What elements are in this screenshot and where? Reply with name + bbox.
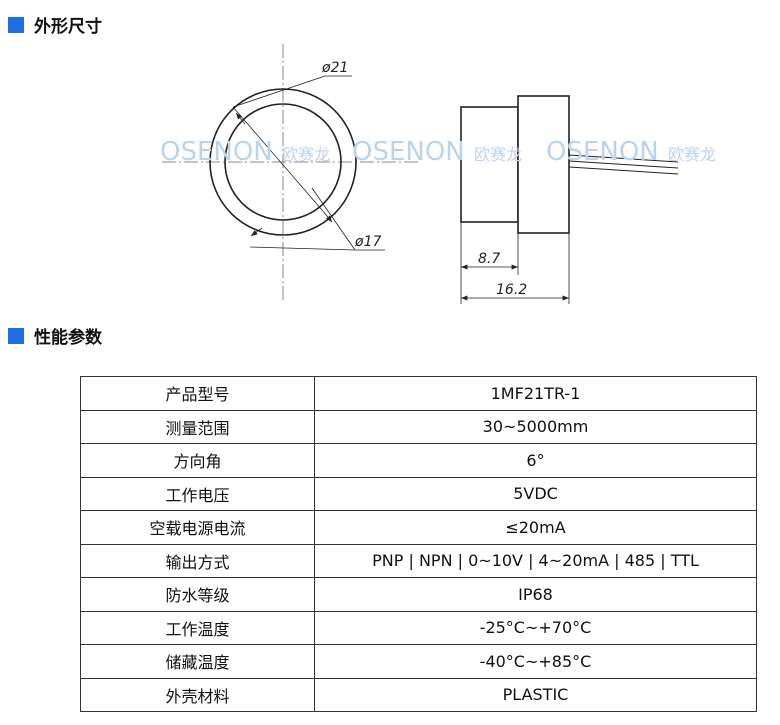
spec-key: 输出方式 xyxy=(80,543,315,578)
spec-key: 测量范围 xyxy=(80,409,315,444)
total-length-label: 16.2 xyxy=(496,282,527,298)
watermark: OSENON 欧赛龙 OSENON 欧赛龙 OSENON 欧赛龙 xyxy=(160,137,716,167)
side-body-rear xyxy=(517,95,570,234)
spec-value: IP68 xyxy=(314,577,757,612)
spec-key: 方向角 xyxy=(80,443,315,478)
spec-key: 外壳材料 xyxy=(80,677,315,712)
table-row: 工作温度-25°C~+70°C xyxy=(80,610,757,645)
spec-value: 30~5000mm xyxy=(314,409,757,444)
spec-key: 产品型号 xyxy=(80,376,315,411)
spec-value: PLASTIC xyxy=(314,677,757,712)
section-title-params: 性能参数 xyxy=(34,328,102,348)
watermark-cn: 欧赛龙 xyxy=(668,145,716,164)
dimension-drawing: ø21 ø17 8.7 16.2 OSENON 欧赛龙 OSENON 欧赛龙 O… xyxy=(160,44,716,304)
section-marker-icon xyxy=(8,16,24,33)
front-view: ø21 ø17 xyxy=(162,44,418,300)
spec-key: 防水等级 xyxy=(80,577,315,612)
spec-value: 1MF21TR-1 xyxy=(314,376,757,411)
section-title-dimensions: 外形尺寸 xyxy=(34,17,102,37)
spec-value: ≤20mA xyxy=(314,510,757,545)
spec-value: 6° xyxy=(314,443,757,478)
inner-diameter-label: ø17 xyxy=(354,234,381,250)
watermark-latin: OSENON xyxy=(160,137,273,167)
side-body-front xyxy=(460,106,519,223)
table-row: 储藏温度-40°C~+85°C xyxy=(80,644,757,679)
table-row: 空载电源电流≤20mA xyxy=(80,510,757,545)
spec-value: PNP | NPN | 0~10V | 4~20mA | 485 | TTL xyxy=(314,543,757,578)
section-marker-icon xyxy=(8,327,24,344)
spec-key: 储藏温度 xyxy=(80,644,315,679)
watermark-cn: 欧赛龙 xyxy=(282,145,330,164)
section-header-params: 性能参数 xyxy=(8,323,102,348)
watermark-cn: 欧赛龙 xyxy=(474,145,522,164)
watermark-latin: OSENON xyxy=(546,137,659,167)
inner-circle xyxy=(224,103,342,221)
outer-diameter-label: ø21 xyxy=(321,60,348,76)
spec-value: -40°C~+85°C xyxy=(314,644,757,679)
spec-value: -25°C~+70°C xyxy=(314,610,757,645)
section-header-dimensions: 外形尺寸 xyxy=(8,12,102,37)
spec-key: 工作电压 xyxy=(80,476,315,511)
front-length-label: 8.7 xyxy=(478,251,500,267)
spec-value: 5VDC xyxy=(314,476,757,511)
side-view: 8.7 16.2 xyxy=(460,95,679,304)
watermark-latin: OSENON xyxy=(352,137,465,167)
spec-key: 工作温度 xyxy=(80,610,315,645)
spec-key: 空载电源电流 xyxy=(80,510,315,545)
outer-circle xyxy=(209,88,357,236)
